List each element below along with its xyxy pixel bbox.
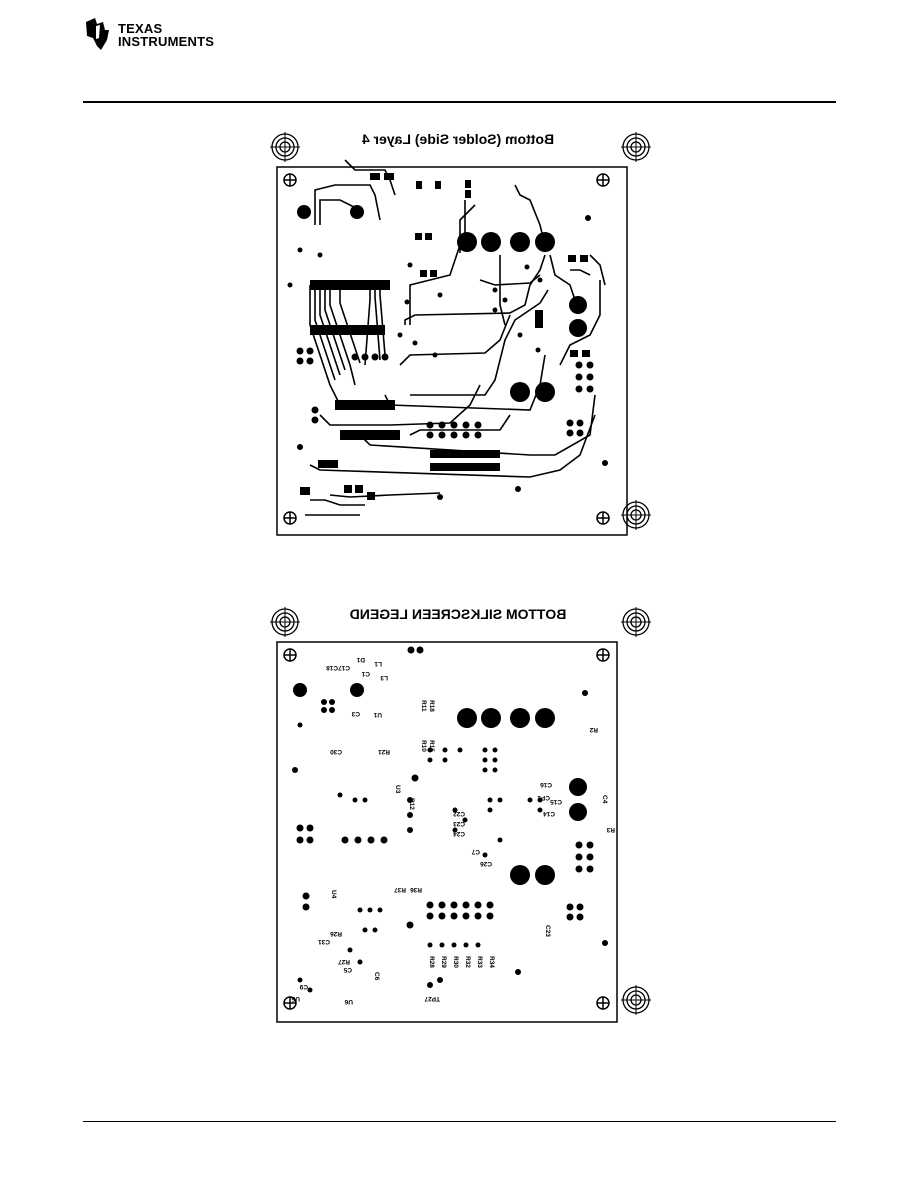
svg-text:L1: L1 bbox=[374, 660, 382, 667]
svg-text:R11: R11 bbox=[420, 700, 427, 712]
svg-text:U6: U6 bbox=[344, 998, 353, 1005]
figure-bottom-silkscreen: BOTTOM SILKSCREEN LEGEND bbox=[270, 600, 651, 1025]
svg-text:R18: R18 bbox=[428, 700, 435, 712]
svg-text:R34: R34 bbox=[488, 956, 495, 968]
svg-text:R33: R33 bbox=[476, 956, 483, 968]
brand-wordmark: Texas Instruments bbox=[118, 22, 214, 48]
svg-text:R29: R29 bbox=[440, 956, 447, 968]
registration-mark-top-right bbox=[621, 607, 651, 637]
pcb-layer-drawing bbox=[270, 132, 651, 536]
header-rule bbox=[83, 101, 836, 103]
brand-line1: Texas bbox=[118, 21, 163, 36]
svg-text:C23: C23 bbox=[544, 925, 551, 937]
svg-text:R32: R32 bbox=[464, 956, 471, 968]
texas-instruments-logo bbox=[86, 18, 109, 50]
svg-text:D1: D1 bbox=[356, 656, 365, 663]
svg-text:C31: C31 bbox=[318, 938, 330, 945]
pcb-silkscreen-drawing: C18 C17 D1 L1 C1 L3 R11 R18 C3 U1 R10 R1… bbox=[270, 607, 651, 1023]
svg-text:R2: R2 bbox=[589, 726, 598, 733]
svg-text:R28: R28 bbox=[428, 956, 435, 968]
brand-line2: Instruments bbox=[118, 34, 215, 49]
registration-mark-bottom-right bbox=[621, 985, 651, 1015]
figure-title: BOTTOM SILKSCREEN LEGEND bbox=[349, 606, 567, 622]
svg-text:R37: R37 bbox=[394, 886, 406, 893]
svg-text:C18: C18 bbox=[326, 664, 338, 671]
registration-mark-top-left bbox=[270, 607, 300, 637]
svg-text:C6: C6 bbox=[373, 972, 380, 981]
svg-text:C23: C23 bbox=[453, 820, 465, 827]
svg-text:C22: C22 bbox=[453, 810, 465, 817]
svg-text:U5: U5 bbox=[291, 995, 300, 1002]
svg-text:C24: C24 bbox=[453, 830, 465, 837]
svg-text:CP1: CP1 bbox=[537, 794, 550, 801]
registration-mark-top-left bbox=[270, 132, 300, 162]
svg-text:C14: C14 bbox=[543, 810, 555, 817]
svg-text:C4: C4 bbox=[601, 795, 608, 804]
svg-text:C26: C26 bbox=[480, 860, 492, 867]
svg-text:U4: U4 bbox=[330, 890, 337, 899]
svg-text:C17: C17 bbox=[338, 664, 350, 671]
svg-text:U1: U1 bbox=[373, 711, 382, 718]
registration-mark-top-right bbox=[621, 132, 651, 162]
footer-rule bbox=[83, 1121, 836, 1122]
svg-text:C3: C3 bbox=[351, 710, 360, 717]
svg-text:TP27: TP27 bbox=[424, 995, 440, 1002]
figure-bottom-layer: Bottom (Solder Side) Layer 4 bbox=[270, 125, 651, 540]
svg-text:L3: L3 bbox=[380, 674, 388, 681]
svg-text:C30: C30 bbox=[330, 748, 342, 755]
svg-text:C9: C9 bbox=[299, 983, 308, 990]
svg-text:C1: C1 bbox=[361, 670, 370, 677]
svg-text:U3: U3 bbox=[394, 785, 401, 794]
svg-text:R36: R36 bbox=[410, 886, 422, 893]
svg-text:C16: C16 bbox=[540, 781, 552, 788]
svg-text:C15: C15 bbox=[550, 798, 562, 805]
svg-text:R10: R10 bbox=[420, 740, 427, 752]
svg-text:R30: R30 bbox=[452, 956, 459, 968]
svg-text:C7: C7 bbox=[471, 848, 480, 855]
svg-text:R12: R12 bbox=[408, 798, 415, 810]
svg-text:R15: R15 bbox=[428, 740, 435, 752]
svg-text:R27: R27 bbox=[338, 958, 350, 965]
svg-text:R3: R3 bbox=[606, 826, 615, 833]
registration-mark-bottom-right bbox=[621, 500, 651, 530]
svg-text:C5: C5 bbox=[343, 966, 352, 973]
figure-title: Bottom (Solder Side) Layer 4 bbox=[361, 131, 555, 147]
svg-text:R21: R21 bbox=[378, 748, 390, 755]
svg-text:R26: R26 bbox=[330, 930, 342, 937]
